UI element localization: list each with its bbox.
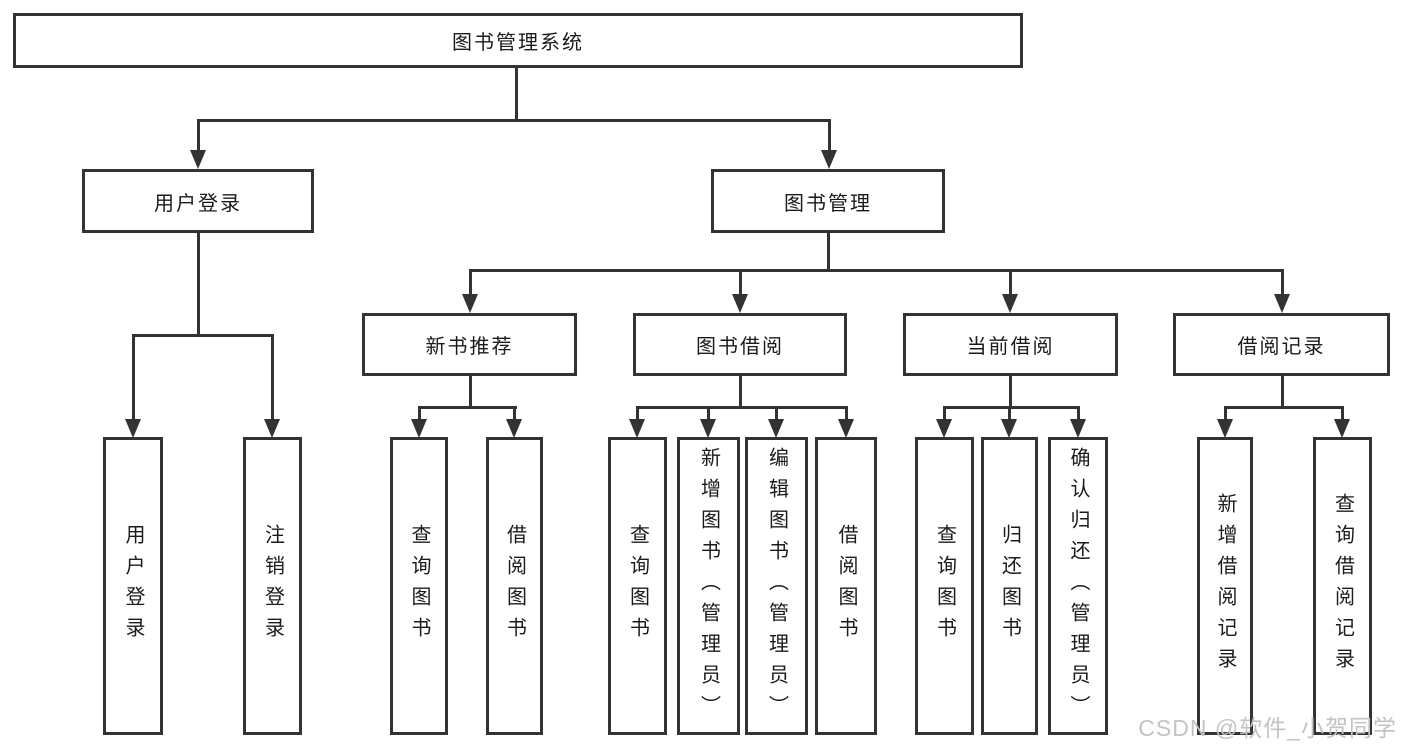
connector-line	[1009, 376, 1012, 409]
connector-line	[1077, 406, 1080, 422]
connector-line	[636, 406, 639, 422]
connector-line	[828, 119, 831, 152]
arrowhead-down-icon	[1334, 419, 1350, 438]
node-label: 图书管理	[784, 192, 872, 215]
arrowhead-down-icon	[700, 419, 716, 438]
node-borrowing-records: 借阅记录	[1173, 313, 1390, 376]
arrowhead-down-icon	[125, 419, 141, 438]
arrowhead-down-icon	[411, 419, 427, 438]
connector-line	[775, 406, 778, 422]
connector-line	[1281, 376, 1284, 409]
leaf-br-query-borrow-record: 查询借阅记录	[1313, 437, 1372, 735]
leaf-bb-borrow-books: 借阅图书	[815, 437, 877, 735]
node-label: 查询图书	[933, 524, 956, 648]
leaf-cb-confirm-return-admin: 确认归还（管理员）	[1048, 437, 1108, 735]
connector-line	[271, 334, 274, 421]
connector-line	[1224, 406, 1227, 422]
node-label: 编辑图书（管理员）	[765, 446, 788, 726]
leaf-logout-login: 注销登录	[243, 437, 302, 735]
connector-line	[1224, 406, 1344, 409]
node-label: 新书推荐	[425, 336, 514, 358]
arrowhead-down-icon	[732, 294, 748, 313]
leaf-cb-return-books: 归还图书	[981, 437, 1038, 735]
leaf-nb-borrow-books: 借阅图书	[486, 437, 543, 735]
node-label: 用户登录	[122, 524, 144, 648]
connector-line	[1009, 269, 1012, 296]
connector-line	[827, 233, 830, 272]
connector-line	[197, 233, 200, 337]
arrowhead-down-icon	[936, 419, 952, 438]
arrowhead-down-icon	[821, 150, 837, 169]
arrowhead-down-icon	[264, 419, 280, 438]
node-label: 新增图书（管理员）	[697, 446, 720, 726]
node-label: 借阅记录	[1237, 336, 1326, 358]
connector-line	[739, 269, 742, 296]
leaf-user-login: 用户登录	[103, 437, 163, 735]
watermark: CSDN @软件_小贺同学	[1138, 715, 1397, 741]
leaf-nb-query-books: 查询图书	[390, 437, 448, 735]
node-label: 查询图书	[408, 524, 430, 648]
connector-line	[739, 376, 742, 409]
arrowhead-down-icon	[1217, 419, 1233, 438]
node-label: 当前借阅	[966, 336, 1055, 358]
leaf-bb-query-books: 查询图书	[608, 437, 667, 735]
node-label: 查询图书	[626, 524, 649, 648]
arrowhead-down-icon	[768, 419, 784, 438]
arrowhead-down-icon	[838, 419, 854, 438]
leaf-bb-edit-books-admin: 编辑图书（管理员）	[745, 437, 808, 735]
node-current-borrowing: 当前借阅	[903, 313, 1118, 376]
node-book-management: 图书管理	[711, 169, 945, 233]
node-label: 新增借阅记录	[1214, 493, 1236, 679]
connector-line	[1281, 269, 1284, 296]
connector-line	[469, 269, 1283, 272]
leaf-cb-query-books: 查询图书	[915, 437, 974, 735]
node-label: 确认归还（管理员）	[1067, 446, 1089, 726]
connector-line	[469, 376, 472, 409]
connector-line	[418, 406, 517, 409]
node-label: 用户登录	[154, 192, 242, 215]
connector-line	[1008, 406, 1011, 422]
connector-line	[636, 406, 848, 409]
connector-line	[469, 269, 472, 296]
connector-line	[197, 119, 831, 122]
connector-line	[707, 406, 710, 422]
leaf-bb-add-books-admin: 新增图书（管理员）	[677, 437, 740, 735]
node-label: 归还图书	[998, 524, 1021, 648]
node-label: 图书管理系统	[452, 32, 584, 54]
arrowhead-down-icon	[462, 294, 478, 313]
node-library-management-system: 图书管理系统	[13, 13, 1023, 68]
node-book-borrowing: 图书借阅	[633, 313, 847, 376]
connector-line	[1341, 406, 1344, 422]
node-label: 借阅图书	[835, 524, 857, 648]
node-label: 借阅图书	[503, 524, 526, 648]
connector-line	[515, 68, 518, 121]
node-label: 图书借阅	[696, 336, 784, 358]
arrowhead-down-icon	[1002, 294, 1018, 313]
arrowhead-down-icon	[629, 419, 645, 438]
connector-line	[132, 334, 135, 421]
connector-line	[197, 119, 200, 152]
connector-line	[513, 406, 516, 422]
leaf-br-add-borrow-record: 新增借阅记录	[1197, 437, 1253, 735]
arrowhead-down-icon	[1001, 419, 1017, 438]
connector-line	[132, 334, 274, 337]
node-label: 注销登录	[261, 524, 284, 648]
node-label: 查询借阅记录	[1331, 493, 1354, 679]
node-new-book-recommendation: 新书推荐	[362, 313, 577, 376]
connector-line	[418, 406, 421, 422]
arrowhead-down-icon	[506, 419, 522, 438]
arrowhead-down-icon	[1274, 294, 1290, 313]
connector-line	[943, 406, 1080, 409]
connector-line	[943, 406, 946, 422]
node-user-login: 用户登录	[82, 169, 314, 233]
arrowhead-down-icon	[1070, 419, 1086, 438]
arrowhead-down-icon	[190, 150, 206, 169]
connector-line	[845, 406, 848, 422]
